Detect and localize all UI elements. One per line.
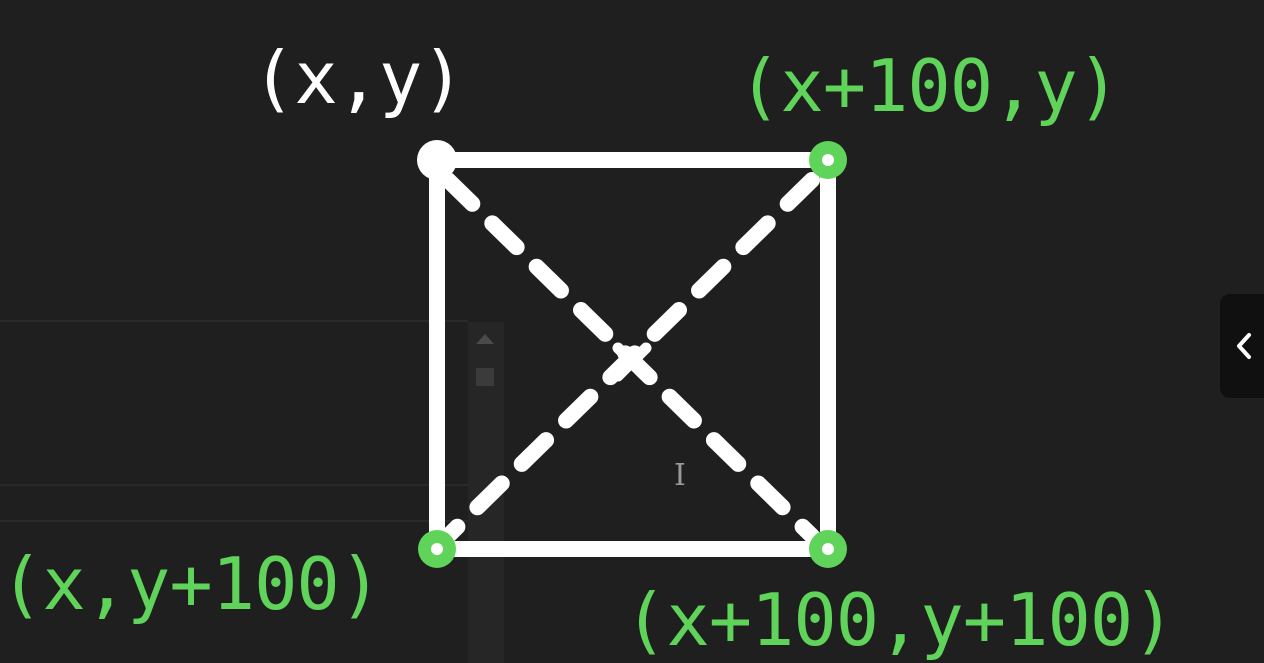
label-bottom-right: (x+100,y+100) [624, 578, 1176, 662]
square-outline [429, 152, 836, 557]
label-top-right: (x+100,y) [738, 44, 1120, 128]
scroll-thumb[interactable] [476, 368, 494, 386]
chevron-left-icon [1237, 333, 1251, 359]
panel-divider-bottom [0, 520, 468, 522]
corner-point-top-right [809, 141, 847, 179]
center-cross-icon [612, 342, 652, 382]
text-cursor-icon: I [674, 458, 686, 493]
corner-point-bottom-left [418, 530, 456, 568]
panel-divider-middle [0, 484, 468, 486]
corner-point-bottom-right [809, 530, 847, 568]
scroll-up-icon[interactable] [476, 334, 494, 344]
corner-point-top-left [417, 140, 457, 180]
side-panel-toggle[interactable] [1220, 294, 1264, 398]
label-top-left: (x,y) [252, 36, 465, 120]
label-bottom-left: (x,y+100) [0, 542, 382, 626]
panel-divider-top [0, 320, 468, 322]
